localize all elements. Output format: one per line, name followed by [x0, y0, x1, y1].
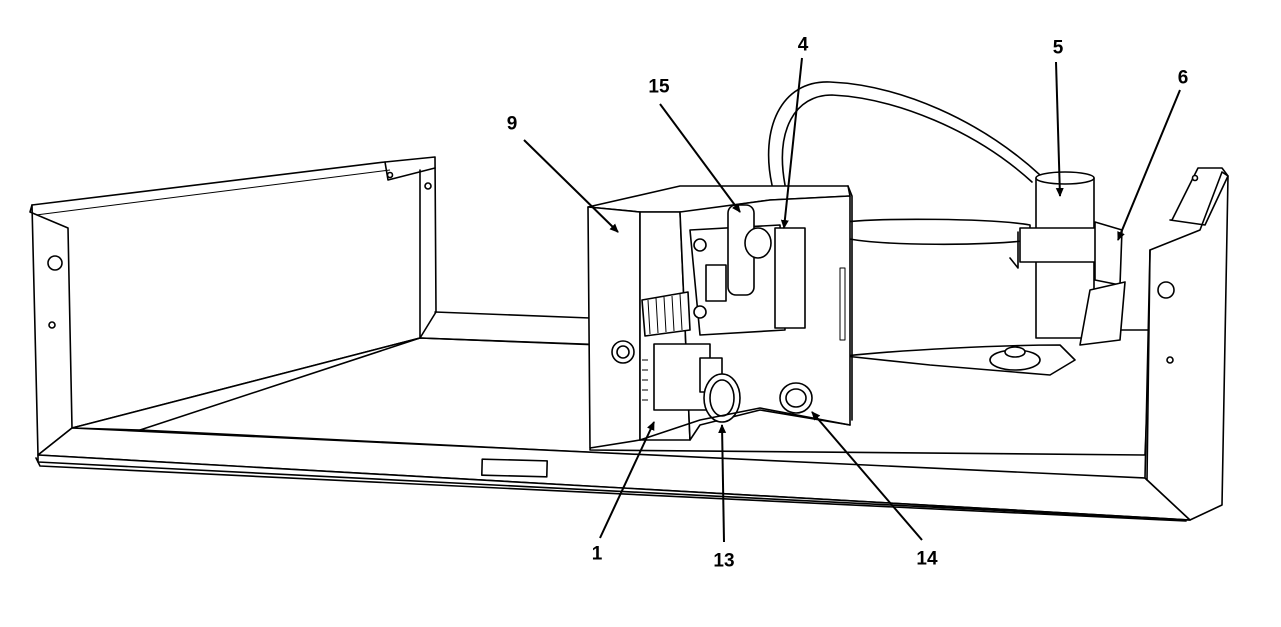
leader-lines	[523, 57, 1181, 543]
leader-6	[1117, 89, 1181, 241]
callout-5: 5	[1052, 37, 1064, 59]
callout-14: 14	[916, 548, 938, 570]
callout-9: 9	[506, 113, 518, 135]
leader-5	[1055, 61, 1064, 197]
leader-1	[599, 421, 655, 539]
leader-4	[780, 57, 803, 229]
callout-1: 1	[591, 543, 603, 565]
cylinder-assembly	[1009, 171, 1126, 346]
callout-6: 6	[1177, 67, 1189, 89]
leader-15	[659, 103, 741, 213]
tray-housing	[29, 156, 1229, 522]
callout-15: 15	[648, 76, 670, 98]
hose-loop	[767, 81, 1041, 186]
callout-13: 13	[713, 550, 735, 572]
control-box	[587, 185, 853, 449]
leader-9	[523, 139, 619, 233]
callout-4: 4	[797, 34, 809, 56]
leader-14	[811, 411, 923, 541]
leader-13	[718, 424, 727, 543]
